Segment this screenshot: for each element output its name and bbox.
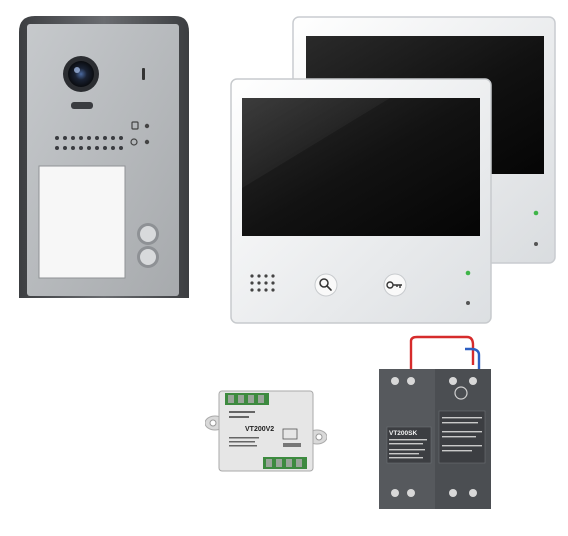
door-station xyxy=(15,14,190,300)
distributor-graphic: VT200V2 xyxy=(204,390,328,472)
distributor-module: VT200V2 xyxy=(204,385,328,477)
intercom-icon xyxy=(314,273,338,297)
call-buttons xyxy=(137,223,159,268)
speaker-grille xyxy=(55,136,123,150)
lock-icon xyxy=(131,121,139,130)
phone-icon xyxy=(130,138,138,146)
power-supply-model-label: VT200SK xyxy=(389,430,417,437)
distributor-model-label: VT200V2 xyxy=(245,426,274,433)
key-icon xyxy=(383,273,407,297)
name-plate xyxy=(38,165,126,279)
monitor-front xyxy=(230,78,492,324)
power-supply: VT200SK xyxy=(375,335,495,511)
status-icons xyxy=(130,121,150,146)
led-indicator xyxy=(465,270,471,276)
door-station-graphic xyxy=(19,16,189,298)
monitor-front-graphic xyxy=(230,78,492,324)
led-indicator xyxy=(533,210,539,216)
power-supply-graphic: VT200SK xyxy=(379,335,491,509)
mic-grille xyxy=(71,102,93,109)
speaker-grille xyxy=(250,274,275,292)
